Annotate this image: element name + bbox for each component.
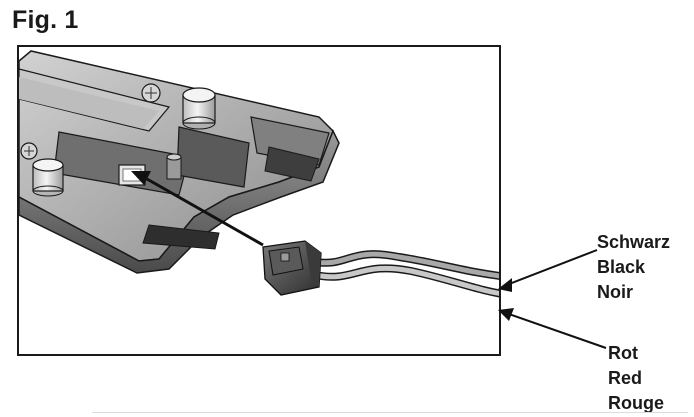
- black-wire-label-de: Schwarz: [597, 232, 671, 252]
- red-wire-label-fr: Rouge: [608, 393, 664, 413]
- red-wire-label-de: Rot: [608, 343, 638, 363]
- black-wire-label: Schwarz Black Noir: [597, 230, 670, 305]
- divider: [92, 412, 688, 413]
- plug-connector: [262, 240, 322, 296]
- red-wire-label: Rot Red Rouge: [608, 341, 664, 416]
- housing: [19, 50, 340, 274]
- black-wire-label-fr: Noir: [597, 282, 633, 302]
- figure-title: Fig. 1: [12, 6, 79, 34]
- screw-posts: [20, 83, 216, 197]
- black-wire-label-en: Black: [597, 257, 646, 277]
- wire-pair: [314, 250, 499, 298]
- red-wire-label-en: Red: [608, 368, 643, 388]
- insertion-arrow: [131, 171, 264, 247]
- illustration-frame: [17, 45, 501, 356]
- connector-illustration: [19, 50, 499, 298]
